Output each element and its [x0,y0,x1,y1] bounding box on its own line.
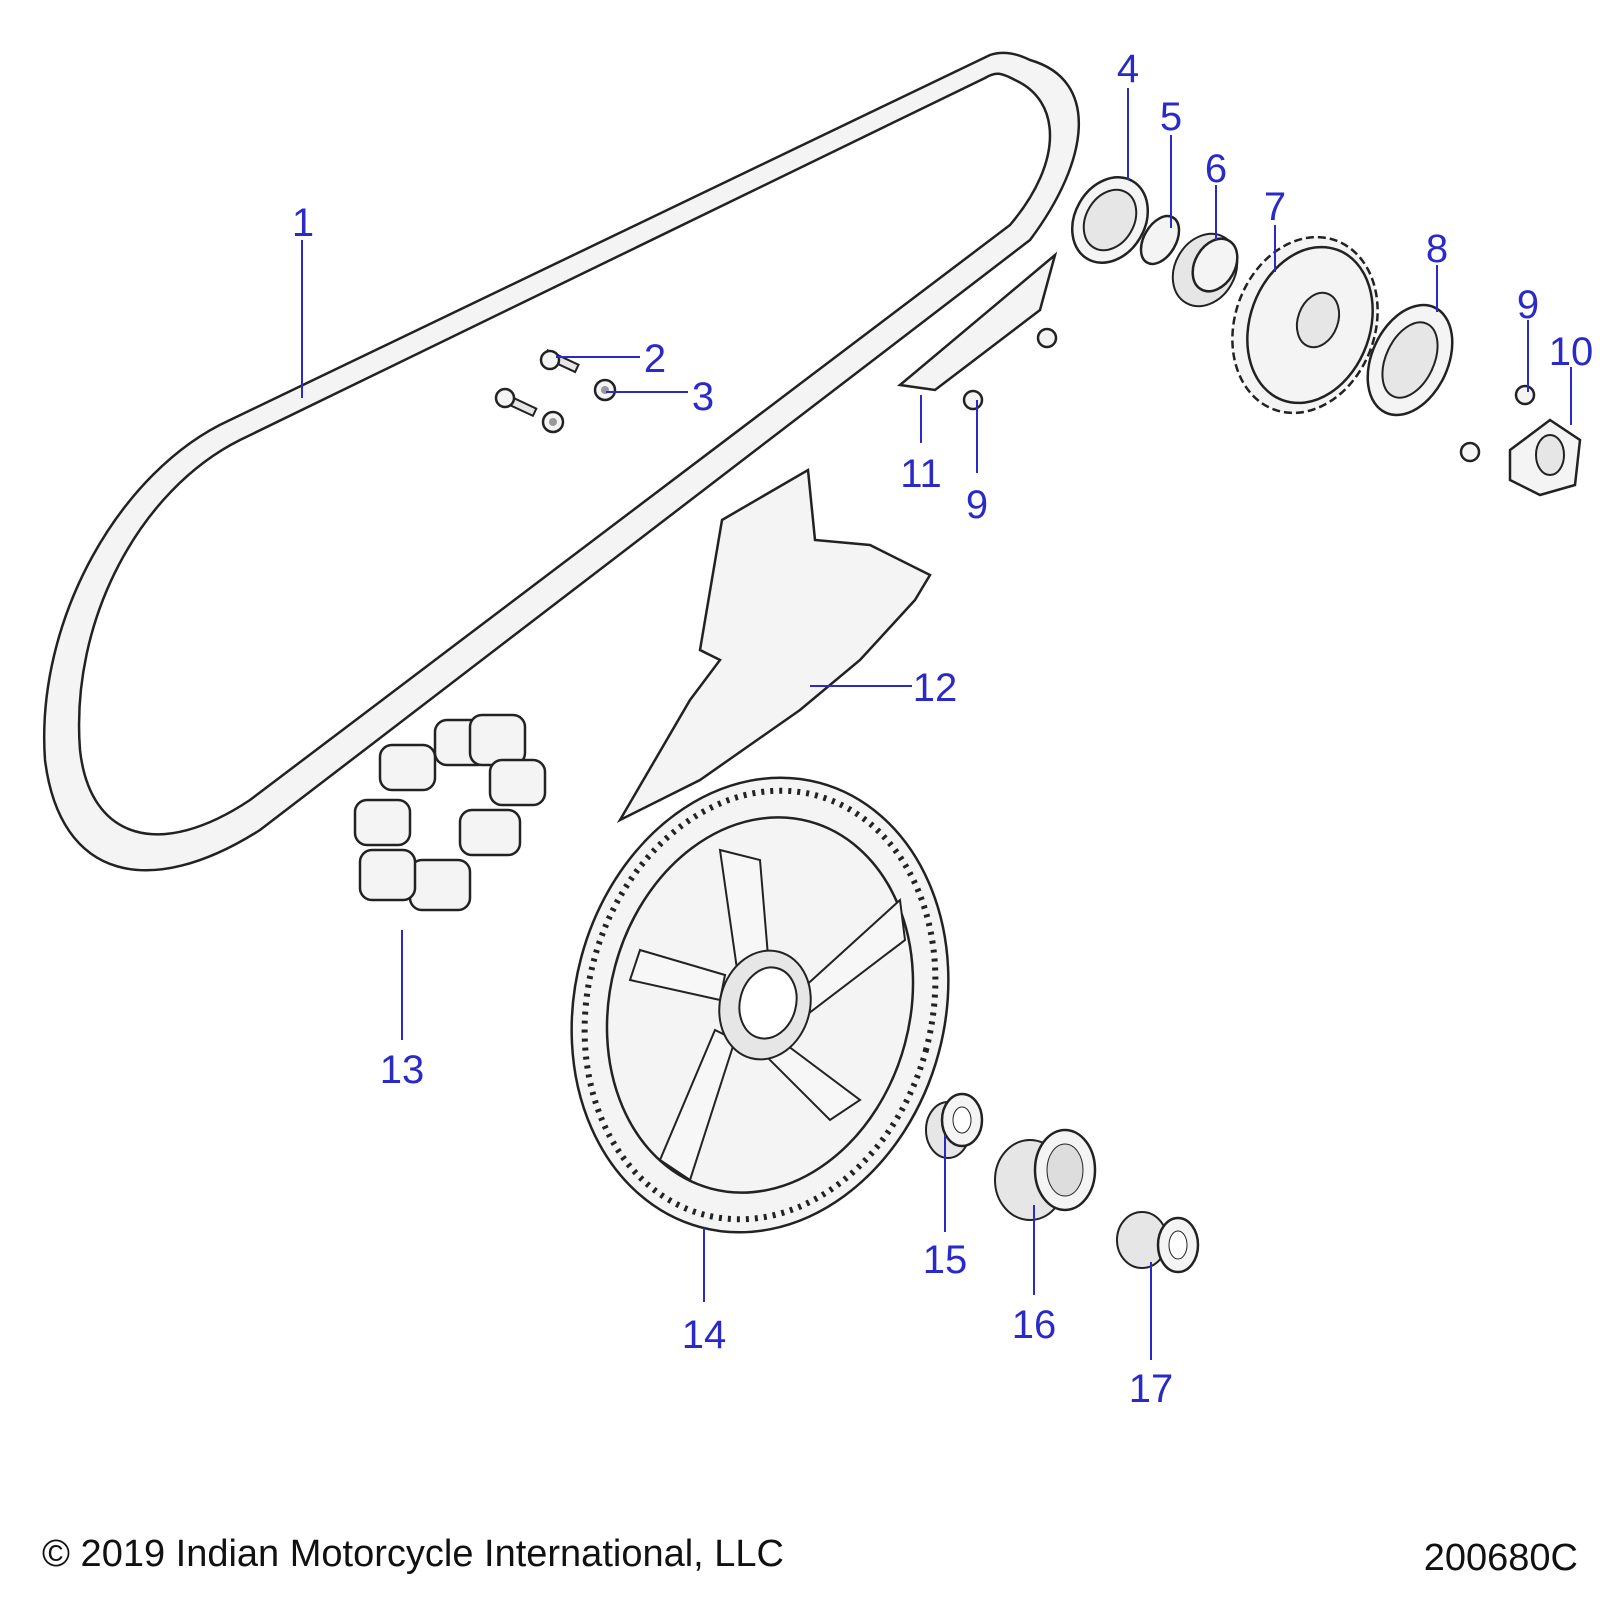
guard-bracket [897,251,1058,392]
o-ring [1139,214,1181,266]
callout-labels: 1 2 3 4 5 6 7 8 9 10 11 9 12 13 14 15 16… [292,47,1593,1411]
leader-lines [301,88,1572,1360]
copyright-text: © 2019 Indian Motorcycle International, … [42,1533,784,1575]
callout-13: 13 [380,1048,425,1092]
rear-pulley [570,776,950,1234]
bushing [925,1092,984,1159]
callout-2: 2 [644,337,666,381]
spacer [1171,232,1239,308]
nut [1508,418,1582,497]
callout-15: 15 [923,1238,968,1282]
callout-17: 17 [1129,1367,1174,1411]
callout-7: 7 [1264,185,1286,229]
spacer-17 [1116,1211,1200,1274]
callout-9b: 9 [966,483,988,527]
bolts-and-washers [494,349,617,434]
seal [1071,176,1149,264]
callout-12: 12 [913,666,958,710]
callout-14: 14 [682,1313,727,1357]
callout-16: 16 [1012,1303,1057,1347]
lock-plate [1366,303,1454,417]
drive-belt [42,51,1080,872]
callout-9a: 9 [1517,283,1539,327]
callout-3: 3 [692,375,714,419]
bearing [994,1128,1097,1221]
belt-guard [616,467,932,823]
callout-4: 4 [1117,47,1139,91]
callout-10: 10 [1549,330,1594,374]
callout-5: 5 [1160,95,1182,139]
cush-drive-damper [353,713,547,912]
callout-1: 1 [292,201,314,245]
callout-6: 6 [1205,147,1227,191]
callout-8: 8 [1426,227,1448,271]
front-sprocket [1231,235,1379,415]
callout-11: 11 [900,452,942,496]
drawing-number: 200680C [1424,1537,1578,1579]
screws [962,327,1536,463]
